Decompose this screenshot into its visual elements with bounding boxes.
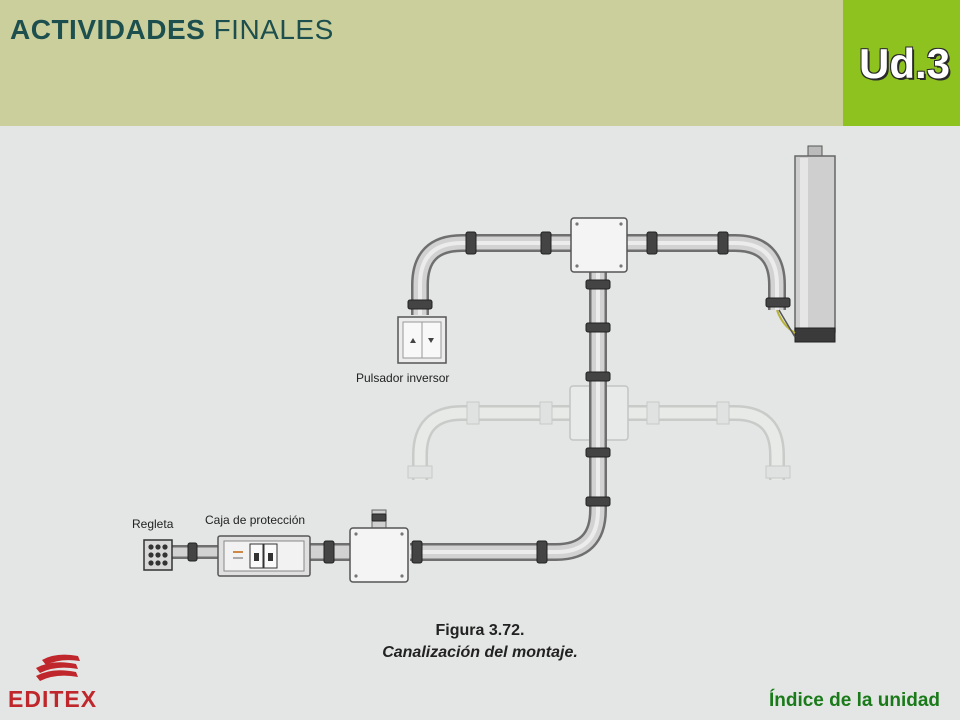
- caja-proteccion: [217, 535, 311, 577]
- installation-diagram: Pulsador inversor Caja de protección Reg…: [132, 145, 836, 583]
- caption-line-2: Canalización del montaje.: [382, 644, 578, 661]
- header-banner: ACTIVIDADES FINALES: [0, 0, 843, 126]
- motor-tube: [776, 145, 836, 343]
- conduits: [172, 234, 786, 561]
- title-strong: ACTIVIDADES: [10, 14, 206, 45]
- ghost-conduits: [407, 385, 791, 480]
- books-icon: [36, 654, 80, 681]
- editex-logo: EDITEX: [8, 648, 104, 714]
- page-title: ACTIVIDADES FINALES: [10, 14, 334, 46]
- label-regleta: Regleta: [132, 517, 174, 531]
- pulsador-inversor: [397, 316, 447, 364]
- title-rest: FINALES: [205, 14, 334, 45]
- figure-caption: Figura 3.72. Canalización del montaje.: [280, 620, 680, 664]
- label-pulsador: Pulsador inversor: [356, 371, 449, 385]
- junction-box-lower: [349, 527, 409, 583]
- junction-box-upper: [570, 217, 628, 273]
- label-caja: Caja de protección: [205, 513, 305, 527]
- pipe-clamps: [187, 231, 791, 564]
- unit-label: Ud.3: [858, 40, 950, 87]
- caption-line-1: Figura 3.72.: [435, 622, 525, 639]
- index-link[interactable]: Índice de la unidad: [768, 690, 940, 711]
- logo-text: EDITEX: [8, 686, 98, 712]
- unit-badge: Ud.3: [843, 0, 960, 126]
- regleta: [143, 539, 173, 571]
